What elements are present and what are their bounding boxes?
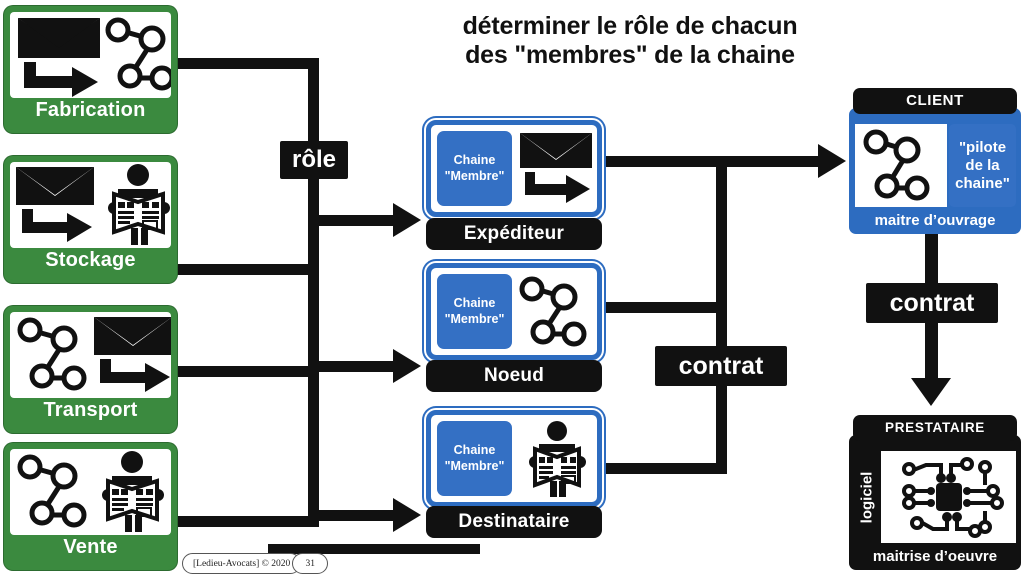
card-expediteur[interactable]: Chaine "Membre" (426, 120, 602, 217)
card-destinataire-label: Destinataire (458, 511, 570, 532)
network-nodes-icon (17, 451, 164, 532)
envelope-arrow-icon (18, 17, 171, 97)
connector-destinataire-out (600, 463, 726, 474)
card-destinataire[interactable]: Chaine "Membre" (426, 410, 602, 507)
prestataire-side-label: logiciel (855, 451, 879, 543)
title-line-1: déterminer le rôle de chacun (462, 12, 798, 40)
microchip-icon (902, 457, 1004, 538)
transport-icons (10, 312, 171, 398)
chip-line-2: "Membre" (444, 458, 505, 473)
contrat-right-tag: contrat (866, 283, 998, 323)
chip-line-1: Chaine (453, 442, 496, 457)
connector-to-expediteur-line (315, 215, 395, 226)
card-stockage[interactable]: Stockage (4, 156, 177, 283)
connector-to-expediteur-arrow (393, 203, 421, 237)
card-expediteur-label-box: Expéditeur (426, 218, 602, 250)
network-nodes-icon (863, 129, 930, 201)
pilote-line-1: "pilote (958, 138, 1007, 156)
role-tag-label: rôle (291, 146, 336, 173)
client-body: "pilote de la chaine" maitre d’ouvrage (849, 108, 1021, 234)
destinataire-icon-area (516, 419, 593, 498)
card-transport[interactable]: Transport (4, 306, 177, 433)
footer: [Ledieu-Avocats] © 2020 31 (182, 553, 329, 574)
footer-credit: [Ledieu-Avocats] © 2020 (182, 553, 302, 574)
footer-page-number: 31 (292, 553, 329, 574)
connector-vente-stub (173, 516, 319, 527)
connector-contrat-bus (716, 156, 727, 474)
chip-line-2: "Membre" (444, 168, 505, 183)
card-expediteur-label: Expéditeur (463, 223, 565, 244)
connector-stockage-stub (173, 264, 319, 275)
card-fabrication-label: Fabrication (35, 99, 146, 121)
expediteur-chaine-membre-chip: Chaine "Membre" (437, 131, 512, 206)
contrat-middle-label: contrat (678, 351, 764, 380)
prestataire-body: logiciel (849, 435, 1021, 570)
contrat-middle-tag: contrat (655, 346, 787, 386)
chip-line-1: Chaine (453, 295, 496, 310)
chip-line-1: Chaine (453, 152, 496, 167)
person-newspaper-icon (529, 421, 586, 497)
connector-to-client-arrow (818, 144, 846, 178)
connector-to-destinataire-line (315, 510, 395, 521)
network-nodes-icon (519, 276, 587, 347)
connector-expediteur-out (600, 156, 726, 167)
logiciel-text: logiciel (858, 471, 876, 523)
noeud-chaine-membre-chip: Chaine "Membre" (437, 274, 512, 349)
pilote-line-3: chaine" (955, 174, 1010, 192)
connector-noeud-out (600, 302, 726, 313)
connector-to-client-line (722, 156, 822, 167)
vente-icons (10, 449, 171, 535)
connector-client-to-prestataire-arrow (911, 378, 951, 406)
connector-transport-stub (173, 366, 319, 377)
stockage-icons (10, 162, 171, 248)
envelope-arrow-icon (16, 164, 170, 245)
person-newspaper-icon (108, 164, 170, 245)
title-line-2: des "membres" de la chaine (465, 41, 795, 69)
noeud-icon-area (516, 272, 593, 351)
connector-role-bus (308, 58, 319, 527)
card-fabrication[interactable]: Fabrication (4, 6, 177, 133)
card-destinataire-label-box: Destinataire (426, 506, 602, 538)
client-icon-area (855, 124, 947, 207)
chip-line-2: "Membre" (444, 311, 505, 326)
prestataire-footer-label: maitrise d’oeuvre (872, 548, 998, 565)
card-client[interactable]: "pilote de la chaine" maitre d’ouvrage C… (849, 88, 1021, 234)
contrat-right-label: contrat (889, 288, 975, 317)
role-tag: rôle (280, 141, 348, 179)
card-noeud-label: Noeud (483, 365, 545, 386)
card-vente-label: Vente (63, 536, 118, 558)
fabrication-icons (10, 12, 171, 98)
destinataire-chaine-membre-chip: Chaine "Membre" (437, 421, 512, 496)
pilote-line-2: de la (965, 156, 1000, 174)
connector-to-destinataire-arrow (393, 498, 421, 532)
person-newspaper-icon (102, 451, 164, 532)
card-vente[interactable]: Vente (4, 443, 177, 570)
connector-fabrication-stub (173, 58, 319, 69)
envelope-arrow-icon (520, 133, 592, 203)
client-pilote-badge: "pilote de la chaine" (949, 124, 1016, 207)
card-prestataire[interactable]: logiciel (849, 415, 1021, 570)
footer-bar (268, 544, 480, 554)
prestataire-header-label: PRESTATAIRE (853, 415, 1017, 441)
card-stockage-label: Stockage (45, 249, 136, 271)
connector-to-noeud-line (315, 361, 395, 372)
client-footer-label: maitre d’ouvrage (874, 212, 996, 229)
page-title: déterminer le rôle de chacun des "membre… (330, 12, 930, 70)
envelope-arrow-icon (94, 317, 171, 392)
card-noeud[interactable]: Chaine "Membre" (426, 263, 602, 360)
client-header-label: CLIENT (853, 88, 1017, 114)
network-nodes-icon (17, 317, 171, 392)
expediteur-icon-area (516, 129, 593, 208)
prestataire-icon-area (881, 451, 1016, 543)
connector-to-noeud-arrow (393, 349, 421, 383)
card-transport-label: Transport (43, 399, 138, 421)
card-noeud-label-box: Noeud (426, 360, 602, 392)
